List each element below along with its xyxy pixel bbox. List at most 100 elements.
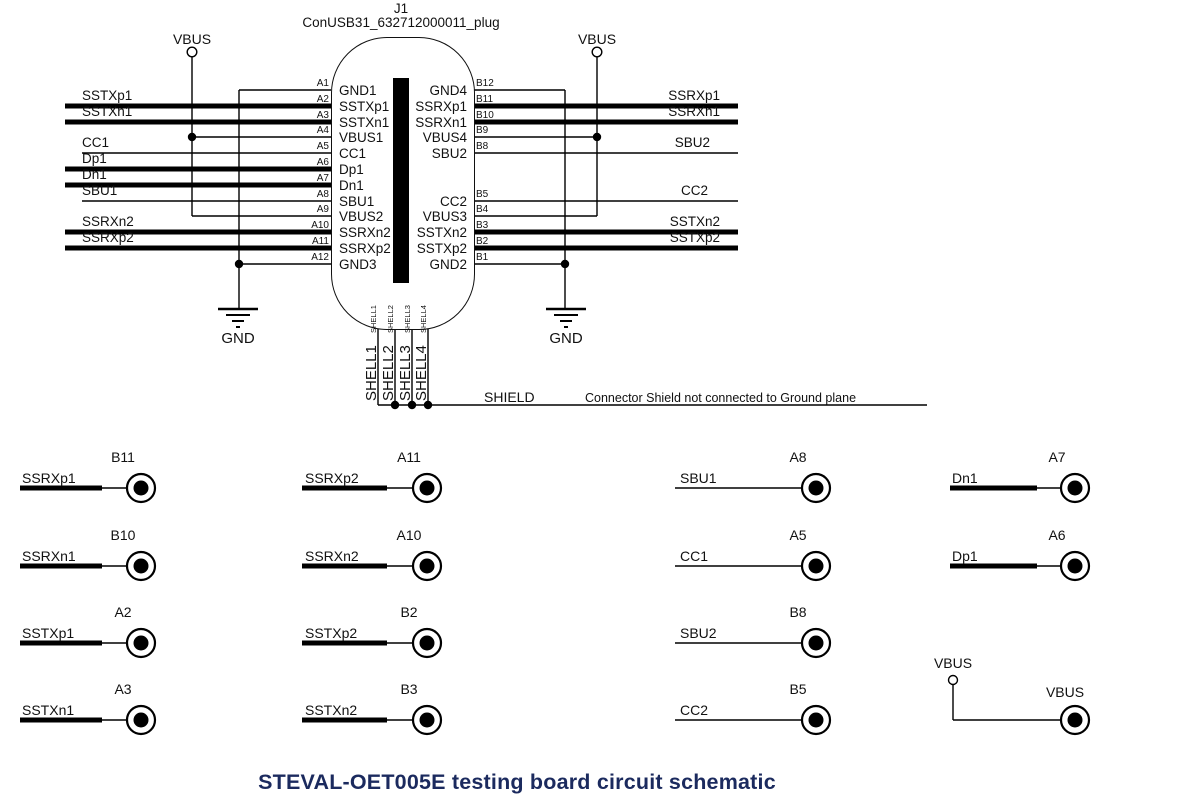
net-label-sstxn1: SSTXn1 <box>82 104 133 119</box>
pin-name-a3: SSTXn1 <box>339 115 390 130</box>
shell4-label: SHELL4 <box>413 345 430 401</box>
pin-number-b1: B1 <box>476 252 489 263</box>
pin-name-b2: SSTXp2 <box>416 241 467 256</box>
net-label-ssrxn2: SSRXn2 <box>82 214 134 229</box>
net-label-cc2: CC2 <box>680 183 708 198</box>
pin-name-b1: GND2 <box>429 257 467 272</box>
pin-number-a4: A4 <box>316 125 329 136</box>
gnd-symbol-right <box>546 307 586 328</box>
pin-name-b12: GND4 <box>429 83 467 98</box>
tp-signal-sstxn2: SSTXn2 <box>305 702 358 718</box>
vbus-label-right: VBUS <box>577 31 617 47</box>
pin-name-b4: VBUS3 <box>422 209 467 224</box>
pin-name-a11: SSRXp2 <box>339 241 391 256</box>
shield-note: Connector Shield not connected to Ground… <box>585 391 857 405</box>
tp-pin-a7: A7 <box>1048 449 1066 465</box>
net-label-sbu1: SBU1 <box>82 183 118 198</box>
pin-name-a2: SSTXp1 <box>339 99 390 114</box>
tp-signal-sbu1: SBU1 <box>680 470 717 486</box>
pin-number-b3: B3 <box>476 220 489 231</box>
tp-signal-dp1: Dp1 <box>952 548 978 564</box>
pin-name-a5: CC1 <box>339 146 367 161</box>
pin-number-a11: A11 <box>311 236 329 247</box>
tp-signal-cc1: CC1 <box>680 548 709 564</box>
connector-tongue-bar <box>393 78 409 283</box>
vbus-terminal-right <box>591 46 603 58</box>
net-label-dp1: Dp1 <box>82 151 107 166</box>
net-label-dn1: Dn1 <box>82 167 107 182</box>
tp-pin-a11: A11 <box>397 449 421 465</box>
net-label-sbu2: SBU2 <box>674 135 710 150</box>
pin-name-a7: Dn1 <box>339 178 364 193</box>
vbus-terminal-bottom <box>947 674 959 686</box>
pin-name-shell4: SHELL4 <box>419 305 428 333</box>
pin-name-a6: Dp1 <box>339 162 364 177</box>
page-title: STEVAL-OET005E testing board circuit sch… <box>258 770 776 794</box>
pin-number-b8: B8 <box>476 141 489 152</box>
tp-pin-a10: A10 <box>396 527 422 543</box>
pin-number-b10: B10 <box>476 110 494 121</box>
pin-number-a7: A7 <box>316 173 329 184</box>
tp-pin-b8: B8 <box>789 604 807 620</box>
shield-net-label: SHIELD <box>484 389 535 405</box>
pin-name-shell2: SHELL2 <box>386 305 395 333</box>
gnd-symbol-left <box>218 307 258 328</box>
pin-name-a4: VBUS1 <box>339 130 384 145</box>
pin-name-b3: SSTXn2 <box>416 225 467 240</box>
connector-refdes: J1 <box>393 1 409 16</box>
tp-pin-b10: B10 <box>110 527 136 543</box>
net-label-sstxp1: SSTXp1 <box>82 88 133 103</box>
usb-connector-body: GND1 SSTXp1 SSTXn1 VBUS1 CC1 Dp1 Dn1 SBU… <box>331 37 475 333</box>
connector-part-name: ConUSB31_632712000011_plug <box>302 15 500 30</box>
shell3-label: SHELL3 <box>397 345 414 401</box>
gnd-label-right: GND <box>549 330 583 347</box>
tp-signal-dn1: Dn1 <box>952 470 978 486</box>
pin-number-a12: A12 <box>311 252 329 263</box>
tp-pin-b2: B2 <box>400 604 418 620</box>
pin-number-a6: A6 <box>316 157 329 168</box>
tp-signal-cc2: CC2 <box>680 702 709 718</box>
pin-number-a2: A2 <box>316 94 329 105</box>
pin-name-b11: SSRXp1 <box>415 99 467 114</box>
pin-name-a1: GND1 <box>339 83 377 98</box>
tp-pin-a3: A3 <box>114 681 132 697</box>
junction-dots <box>187 132 602 410</box>
pin-name-a12: GND3 <box>339 257 377 272</box>
test-point-pads <box>125 472 1091 736</box>
tp-signal-ssrxp2: SSRXp2 <box>305 470 359 486</box>
pin-number-b5: B5 <box>476 189 489 200</box>
pin-number-a10: A10 <box>311 220 329 231</box>
shell1-label: SHELL1 <box>363 345 380 401</box>
tp-pin-b11: B11 <box>111 449 135 465</box>
pin-name-b8: SBU2 <box>431 146 467 161</box>
net-label-sstxn2: SSTXn2 <box>669 214 720 229</box>
pin-number-a5: A5 <box>316 141 329 152</box>
tp-signal-ssrxn2: SSRXn2 <box>305 548 359 564</box>
tp-signal-sstxn1: SSTXn1 <box>22 702 75 718</box>
gnd-label-left: GND <box>221 330 255 347</box>
pin-number-b4: B4 <box>476 204 489 215</box>
pin-name-shell1: SHELL1 <box>369 305 378 333</box>
pin-name-b5: CC2 <box>439 194 467 209</box>
pin-name-a8: SBU1 <box>339 194 375 209</box>
tp-signal-sstxp2: SSTXp2 <box>305 625 358 641</box>
tp-pin-a8: A8 <box>789 449 807 465</box>
tp-pin-a2: A2 <box>114 604 132 620</box>
pin-name-b9: VBUS4 <box>422 130 467 145</box>
net-label-ssrxp2: SSRXp2 <box>82 230 134 245</box>
tp-pin-a6: A6 <box>1048 527 1066 543</box>
pin-name-shell3: SHELL3 <box>403 305 412 333</box>
tp-signal-sbu2: SBU2 <box>680 625 717 641</box>
tp-signal-ssrxn1: SSRXn1 <box>22 548 76 564</box>
vbus-terminal-left <box>186 46 198 58</box>
pin-number-a9: A9 <box>316 204 329 215</box>
tp-pin-a5: A5 <box>789 527 807 543</box>
vbus-tp-label: VBUS <box>1045 684 1085 700</box>
vbus-label-left: VBUS <box>172 31 212 47</box>
vbus-source-label: VBUS <box>933 655 973 671</box>
pin-number-b9: B9 <box>476 125 489 136</box>
tp-signal-sstxp1: SSTXp1 <box>22 625 75 641</box>
pin-name-a10: SSRXn2 <box>339 225 391 240</box>
